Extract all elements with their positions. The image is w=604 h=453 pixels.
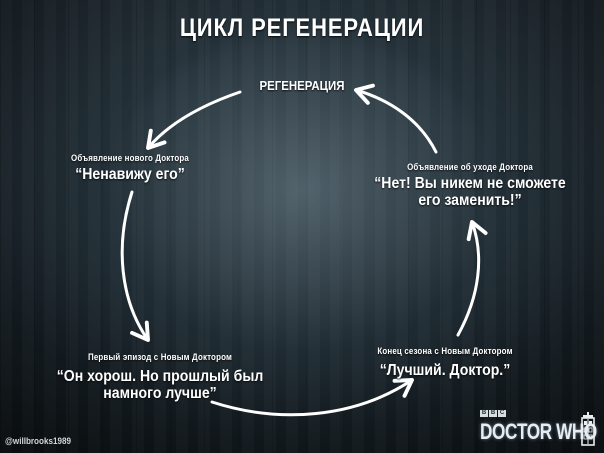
arrow-bottom-left-to-bottom-right [210,378,414,417]
stage-season-end: Конец сезона с Новым Доктором “Лучший. Д… [344,346,546,379]
bbc-logo: B B C [480,410,506,417]
arrow-left-to-bottom-left [120,190,150,342]
stage-regeneration: РЕГЕНЕРАЦИЯ [259,78,345,93]
tardis-icon [581,412,595,446]
arrow-top-to-left [146,90,242,150]
stage-caption: Объявление об уходе Доктора [407,162,533,172]
stage-first-episode: Первый эпизод с Новым Доктором “Он хорош… [41,352,279,402]
arrow-bottom-right-to-right [456,220,488,337]
stage-caption: Объявление нового Доктора [71,153,189,163]
page-title: ЦИКЛ РЕГЕНЕРАЦИИ [179,14,425,42]
stage-quote-line: “Он хорош. Но прошлый был [56,368,264,385]
stage-quote-line: “Нет! Вы никем не сможете [374,175,566,192]
stage-quote: “Ненавижу его” [75,166,185,183]
bbc-letter: C [498,410,506,417]
stage-quote-line: намного лучше” [103,385,217,402]
stage-quote: “Нет! Вы никем не сможете его заменить!” [347,175,593,209]
stage-quote: “Лучший. Доктор.” [379,362,511,379]
stage-caption: Конец сезона с Новым Доктором [377,346,513,356]
author-watermark: @willbrooks1989 [5,436,71,446]
stage-new-doctor-announcement: Объявление нового Доктора “Ненавижу его” [42,153,218,183]
doctor-who-logo: B B C DOCTOR WHO [480,410,598,448]
stage-caption: Первый эпизод с Новым Доктором [87,352,233,362]
arrow-right-to-top [354,83,438,154]
stage-quote-line: его заменить!” [418,192,522,209]
stage-quote: “Он хорош. Но прошлый был намного лучше” [41,368,279,402]
bbc-letter: B [480,410,488,417]
stage-doctor-departure-announcement: Объявление об уходе Доктора “Нет! Вы ник… [347,162,593,209]
logo-wordmark: DOCTOR WHO [480,419,597,444]
bbc-letter: B [489,410,497,417]
